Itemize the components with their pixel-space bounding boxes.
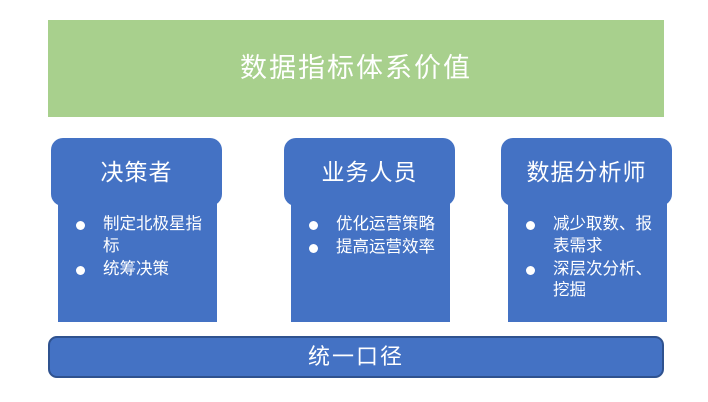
role-header-data-analyst: 数据分析师 [501,138,672,206]
list-item: 优化运营策略 [297,214,442,236]
role-header-decision-maker: 决策者 [51,138,222,206]
bullet-list-business-staff: 优化运营策略 提高运营效率 [297,214,442,259]
list-item: 提高运营效率 [297,237,442,259]
bullet-list-decision-maker: 制定北极星指标 统筹决策 [64,214,209,280]
bullet-list-data-analyst: 减少取数、报表需求 深层次分析、挖掘 [514,214,659,302]
footer-bar: 统一口径 [48,336,664,378]
footer-title: 统一口径 [307,343,404,369]
role-body-decision-maker: 制定北极星指标 统筹决策 [58,198,217,322]
role-header-business-staff: 业务人员 [284,138,455,206]
banner-header: 数据指标体系价值 [48,20,664,117]
role-title-data-analyst: 数据分析师 [526,158,647,185]
banner-title: 数据指标体系价值 [240,53,472,84]
role-body-business-staff: 优化运营策略 提高运营效率 [291,198,450,322]
role-title-business-staff: 业务人员 [321,158,418,185]
list-item: 减少取数、报表需求 [514,214,659,258]
list-item: 制定北极星指标 [64,214,209,258]
role-title-decision-maker: 决策者 [100,158,173,185]
list-item: 统筹决策 [64,259,209,281]
role-body-data-analyst: 减少取数、报表需求 深层次分析、挖掘 [508,198,667,322]
list-item: 深层次分析、挖掘 [514,259,659,303]
